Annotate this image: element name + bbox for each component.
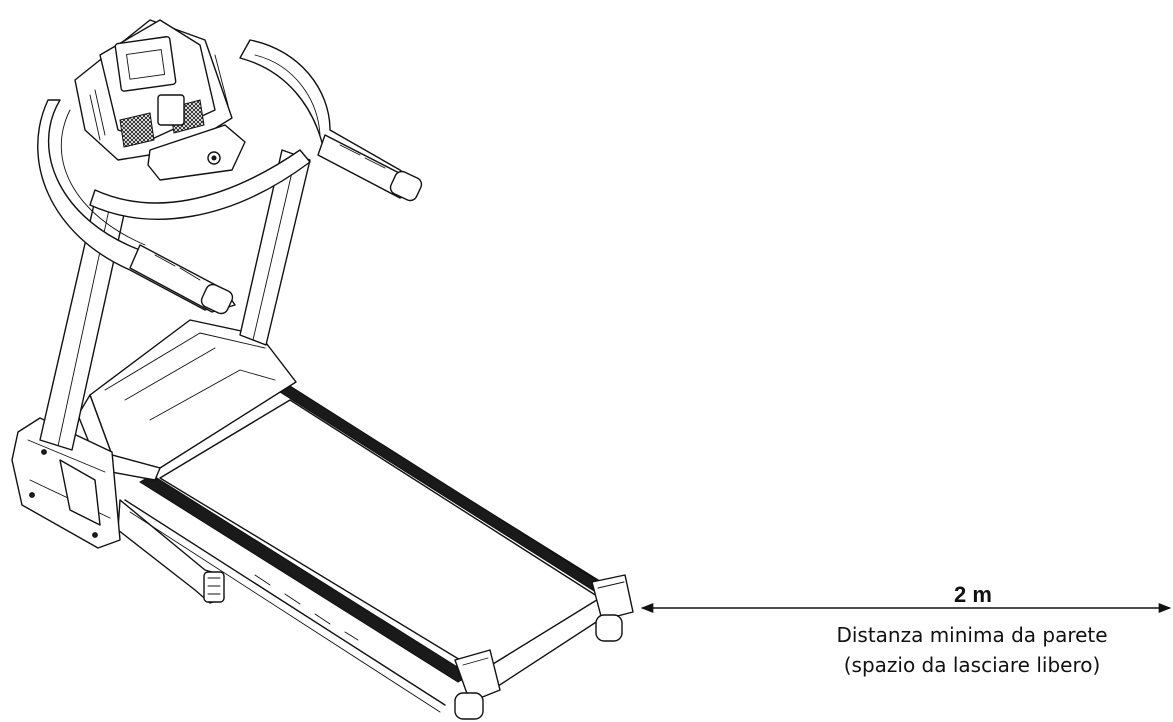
treadmill-base [117,499,225,604]
handlebars [37,39,423,315]
treadmill-deck [124,384,634,720]
distance-caption: Distanza minima da parete (spazio da las… [792,620,1152,680]
distance-caption-line2: (spazio da lasciare libero) [843,653,1101,677]
distance-value: 2 m [954,582,992,607]
distance-caption-line1: Distanza minima da parete [836,623,1108,647]
treadmill-drawing [11,19,634,720]
console [74,19,246,181]
